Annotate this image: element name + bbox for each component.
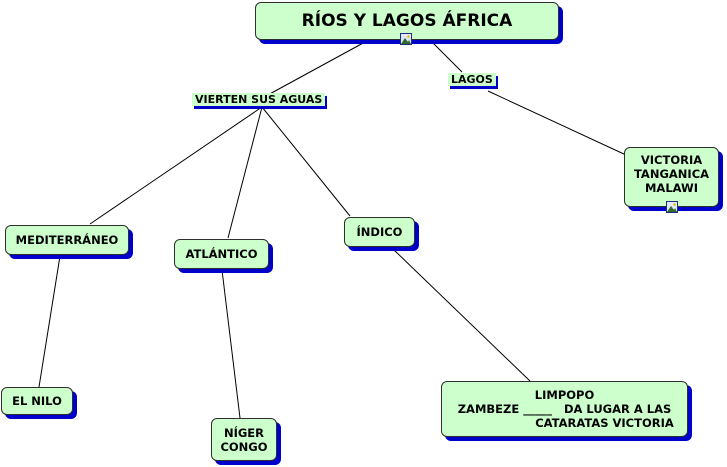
node-congo-text: CONGO	[220, 439, 268, 454]
line-title-vierten	[265, 41, 366, 97]
node-cataratas-text: CATARATAS VICTORIA	[535, 416, 674, 430]
node-niger-congo[interactable]: NÍGER CONGO	[211, 418, 277, 461]
line-vierten-atlantico	[227, 106, 263, 239]
line-title-lagos	[431, 41, 463, 73]
node-indico-text: ÍNDICO	[356, 225, 403, 239]
line-indico-rivers	[392, 248, 531, 382]
node-zambeze-text: ZAMBEZE _____ DA LUGAR A LAS	[457, 402, 672, 416]
node-lakes[interactable]: VICTORIA TANGANICA MALAWI	[624, 147, 719, 213]
node-mediterraneo[interactable]: MEDITERRÁNEO	[5, 225, 129, 255]
line-vierten-mediterraneo	[89, 106, 263, 225]
node-indico[interactable]: ÍNDICO	[344, 217, 415, 247]
label-lagos: LAGOS	[448, 73, 496, 86]
node-tanganica-text: TANGANICA	[633, 167, 710, 181]
title-text: RÍOS Y LAGOS ÁFRICA	[301, 11, 513, 31]
node-malawi-text: MALAWI	[644, 181, 699, 195]
image-icon[interactable]	[666, 201, 678, 213]
title-node[interactable]: RÍOS Y LAGOS ÁFRICA	[255, 2, 559, 45]
node-el-nilo-text: EL NILO	[12, 394, 62, 408]
node-el-nilo[interactable]: EL NILO	[1, 387, 73, 415]
node-limpopo-text: LIMPOPO	[534, 388, 595, 402]
node-niger-text: NÍGER	[223, 425, 265, 440]
node-indico-rivers[interactable]: LIMPOPO ZAMBEZE _____ DA LUGAR A LAS CAT…	[441, 381, 688, 437]
line-lagos-lakes	[487, 90, 627, 156]
node-victoria-text: VICTORIA	[640, 153, 703, 167]
node-atlantico[interactable]: ATLÁNTICO	[174, 239, 269, 269]
label-vierten-sus-aguas: VIERTEN SUS AGUAS	[192, 93, 326, 106]
line-atlantico-niger	[221, 269, 241, 419]
node-mediterraneo-text: MEDITERRÁNEO	[15, 233, 119, 247]
image-icon[interactable]	[400, 33, 412, 45]
line-vierten-indico	[261, 106, 351, 217]
node-atlantico-text: ATLÁNTICO	[185, 247, 258, 261]
line-mediterraneo-nilo	[38, 255, 61, 388]
